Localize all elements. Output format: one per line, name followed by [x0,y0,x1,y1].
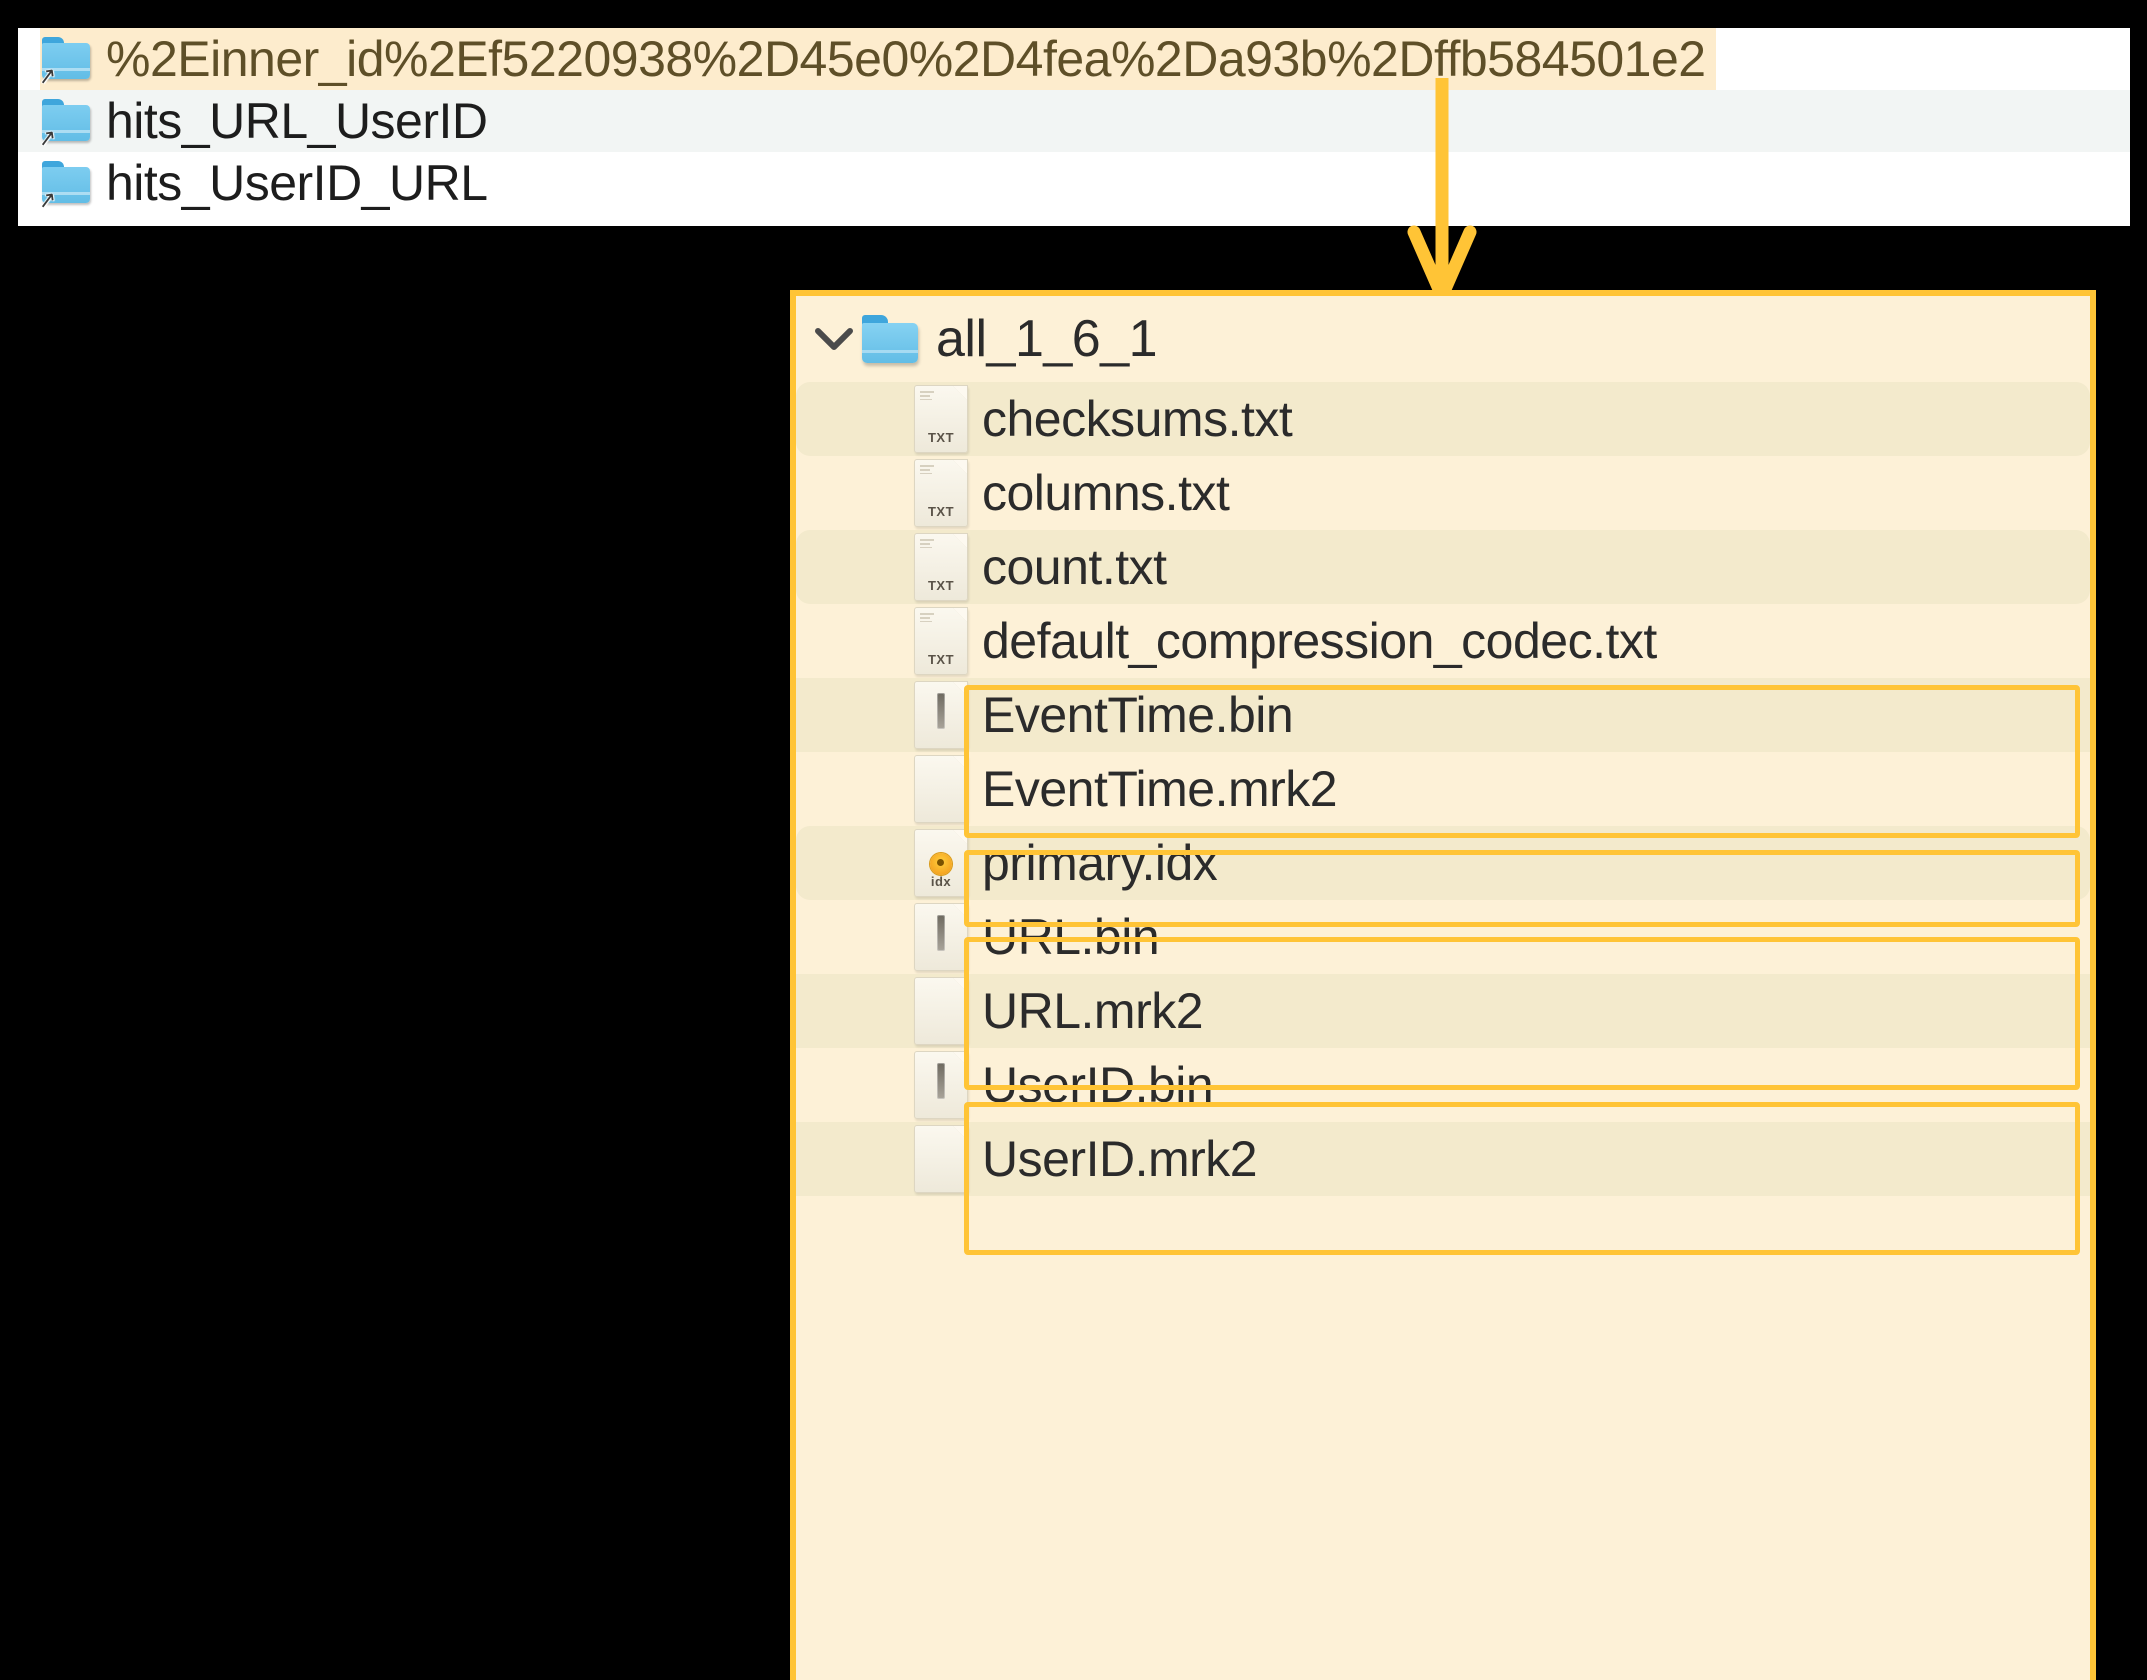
folder-alias-icon: ↗ [36,99,92,151]
index-file-icon: idx [914,829,968,897]
binary-file-icon [914,681,968,749]
file-type-badge: TXT [927,578,955,593]
tree-row-root[interactable]: all_1_6_1 [796,296,2090,382]
text-file-icon: TXT [914,385,968,453]
file-type-badge: TXT [927,504,955,519]
tree-row-file[interactable]: URL.bin [796,900,2090,974]
tree-row-file[interactable]: EventTime.bin [796,678,2090,752]
file-name: EventTime.bin [982,687,1294,743]
file-name: count.txt [982,539,1167,595]
file-name: URL.bin [982,909,1160,965]
file-name: default_compression_codec.txt [982,613,1657,669]
tree-row-file[interactable]: UserID.mrk2 [796,1122,2090,1196]
folder-alias-icon: ↗ [36,37,92,89]
blank-file-icon [914,977,968,1045]
folder-label: %2Einner_id%2Ef5220938%2D45e0%2D4fea%2Da… [106,31,1706,87]
file-type-badge: idx [930,874,952,889]
folder-icon [860,315,920,363]
file-name: UserID.mrk2 [982,1131,1258,1187]
folder-alias-icon: ↗ [36,161,92,213]
binary-file-icon [914,903,968,971]
blank-file-icon [914,1125,968,1193]
chevron-down-icon[interactable] [808,324,860,354]
file-name: checksums.txt [982,391,1293,447]
tree-row-file[interactable]: TXT checksums.txt [796,382,2090,456]
tree-row-file[interactable]: TXT count.txt [796,530,2090,604]
text-file-icon: TXT [914,607,968,675]
file-name: UserID.bin [982,1057,1214,1113]
file-name: EventTime.mrk2 [982,761,1338,817]
text-file-icon: TXT [914,459,968,527]
list-item[interactable]: ↗ %2Einner_id%2Ef5220938%2D45e0%2D4fea%2… [18,28,2130,90]
list-item[interactable]: ↗ hits_URL_UserID [18,90,2130,152]
blank-file-icon [914,755,968,823]
folder-list-panel: ↗ %2Einner_id%2Ef5220938%2D45e0%2D4fea%2… [18,28,2130,226]
tree-row-file[interactable]: idx primary.idx [796,826,2090,900]
file-name: URL.mrk2 [982,983,1204,1039]
tree-row-file[interactable]: EventTime.mrk2 [796,752,2090,826]
tree-row-file[interactable]: TXT default_compression_codec.txt [796,604,2090,678]
folder-label: hits_URL_UserID [106,93,488,149]
tree-row-file[interactable]: URL.mrk2 [796,974,2090,1048]
binary-file-icon [914,1051,968,1119]
file-name: columns.txt [982,465,1230,521]
list-item[interactable]: ↗ hits_UserID_URL [18,152,2130,214]
selected-row-highlight: ↗ %2Einner_id%2Ef5220938%2D45e0%2D4fea%2… [36,28,1716,90]
text-file-icon: TXT [914,533,968,601]
directory-name: all_1_6_1 [936,310,1158,368]
tree-row-file[interactable]: TXT columns.txt [796,456,2090,530]
file-type-badge: TXT [927,430,955,445]
file-tree-panel: all_1_6_1 TXT checksums.txt TXT columns.… [790,290,2096,1680]
tree-row-file[interactable]: UserID.bin [796,1048,2090,1122]
folder-label: hits_UserID_URL [106,155,488,211]
file-name: primary.idx [982,835,1218,891]
file-type-badge: TXT [927,652,955,667]
